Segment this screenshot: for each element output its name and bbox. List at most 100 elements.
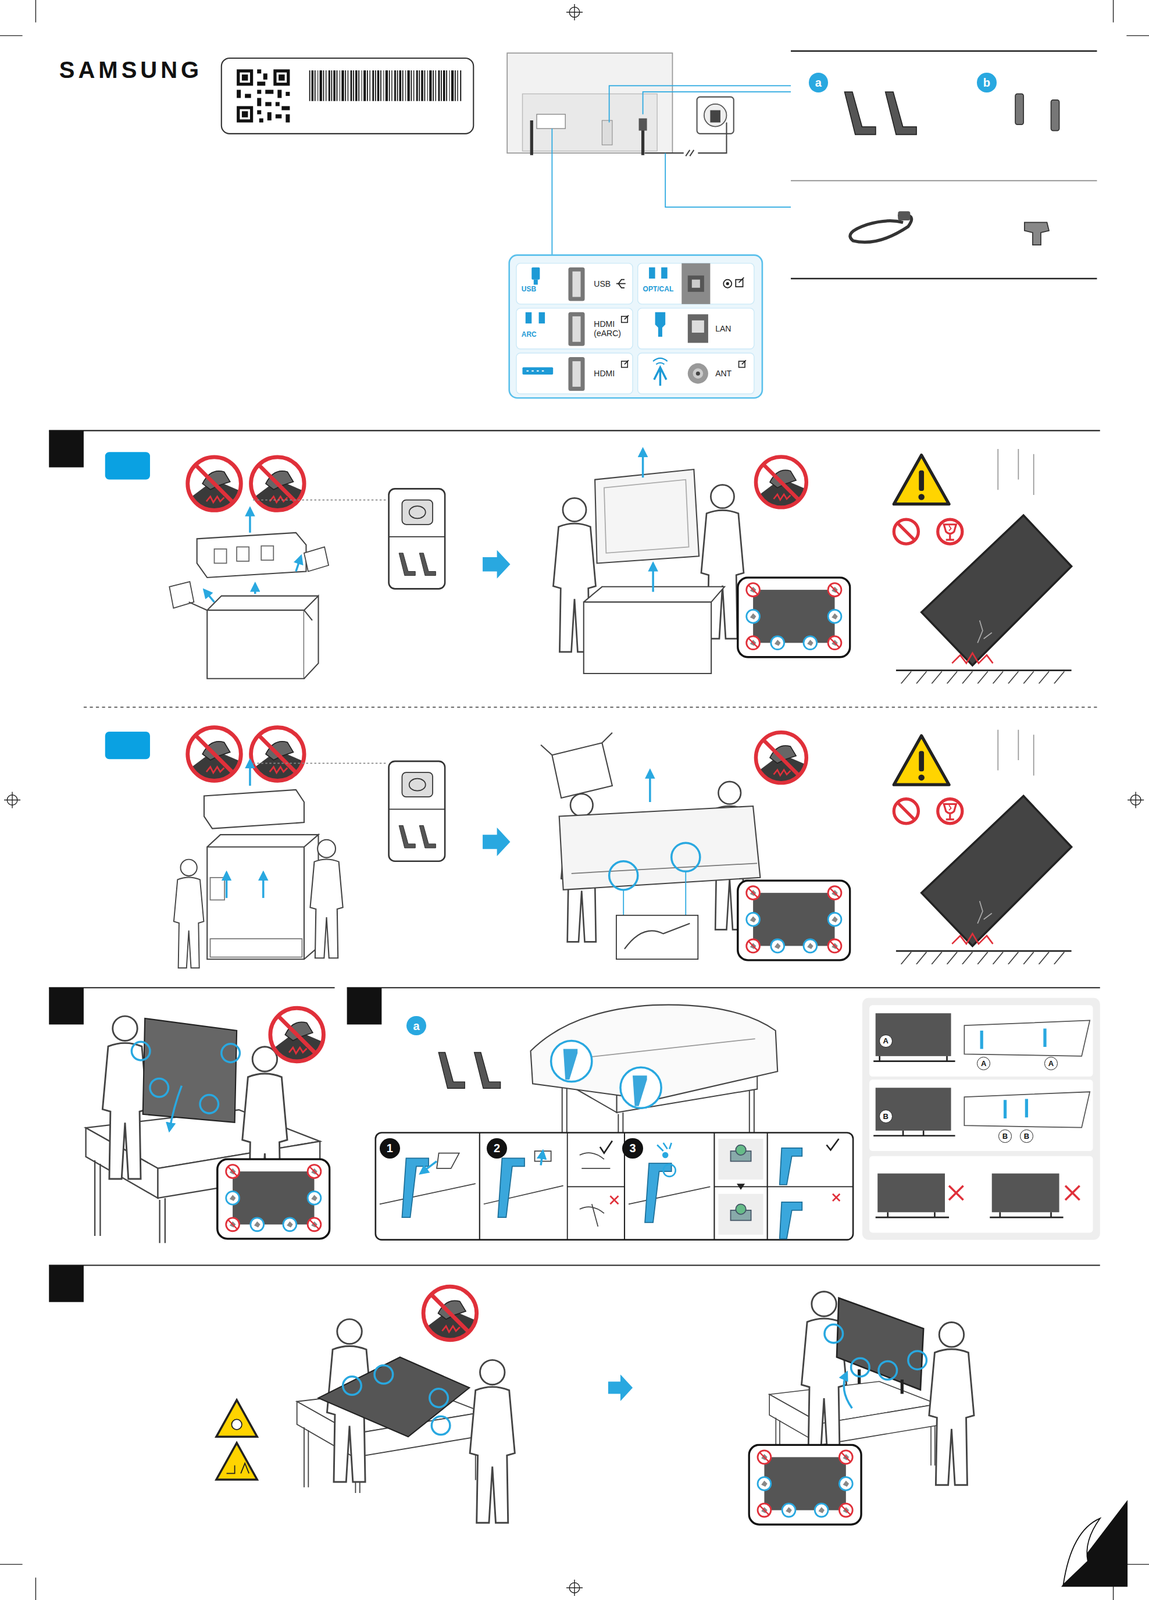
step-unbox-a bbox=[755, 457, 808, 511]
step-unbox-a bbox=[248, 508, 252, 533]
step-stand-up bbox=[343, 1376, 362, 1395]
text-slot: USB bbox=[593, 263, 631, 305]
step-unbox-b bbox=[623, 871, 686, 915]
port-cell: HDMI bbox=[516, 352, 633, 394]
serial-label bbox=[275, 114, 283, 119]
step-unbox-a bbox=[896, 448, 1072, 684]
serial-label bbox=[241, 111, 249, 118]
section-rules bbox=[105, 731, 151, 759]
text-slot: ARC bbox=[521, 330, 567, 339]
port-panel bbox=[637, 352, 755, 394]
step-unbox-a bbox=[304, 596, 319, 679]
port-panel bbox=[516, 308, 633, 349]
port-panel bbox=[533, 279, 538, 285]
step-unbox-b bbox=[671, 842, 701, 872]
accessories bbox=[1024, 222, 1049, 245]
step-stand-up bbox=[343, 1364, 451, 1434]
step-unbox-b bbox=[571, 862, 758, 874]
page-curl bbox=[1063, 1518, 1101, 1585]
step-place-on-table bbox=[270, 1007, 325, 1065]
port-cell: ARCHDMI (eARC) bbox=[516, 308, 633, 349]
step-attach-stand bbox=[873, 1130, 955, 1136]
port-cell: USBUSB bbox=[516, 263, 633, 305]
text-slot: ANT bbox=[715, 352, 752, 394]
step-unbox-b bbox=[210, 877, 303, 958]
accessory-letter: a bbox=[406, 1015, 426, 1036]
port-panel bbox=[696, 371, 701, 376]
node-text: A bbox=[883, 1036, 889, 1045]
step-unbox-b bbox=[609, 861, 638, 890]
step-attach-stand bbox=[1005, 1098, 1027, 1119]
section-rules bbox=[105, 451, 151, 480]
step-unbox-a bbox=[169, 448, 1072, 684]
substep-number: 2 bbox=[486, 1137, 508, 1159]
accessory-letter: b bbox=[976, 72, 997, 92]
step-stand-up bbox=[374, 1364, 394, 1384]
serial-label bbox=[267, 112, 272, 121]
step-attach-stand bbox=[877, 1173, 945, 1213]
node-text: b bbox=[983, 76, 991, 89]
port-panel bbox=[693, 368, 704, 379]
port-panel bbox=[723, 279, 732, 288]
leader-line bbox=[643, 91, 791, 115]
port-panel bbox=[516, 263, 755, 395]
port-panel bbox=[726, 282, 730, 285]
step-place-on-table bbox=[150, 1078, 169, 1097]
crop-marks bbox=[566, 4, 583, 21]
step-attach-stand bbox=[779, 1147, 803, 1185]
step-unbox-b bbox=[482, 827, 510, 856]
step-unbox-a bbox=[214, 546, 274, 564]
serial-label bbox=[257, 69, 262, 74]
port-panel bbox=[525, 312, 533, 324]
step-attach-stand bbox=[401, 1157, 429, 1218]
step-stand-up bbox=[851, 1357, 870, 1377]
position-letter: A bbox=[1044, 1056, 1058, 1070]
step-unbox-a bbox=[641, 448, 645, 478]
step-unbox-b bbox=[207, 834, 319, 959]
step-unbox-a bbox=[304, 546, 329, 572]
step-attach-stand bbox=[964, 1091, 1090, 1127]
serial-label bbox=[236, 89, 241, 98]
position-letter: B bbox=[1019, 1129, 1034, 1143]
step-unbox-b bbox=[173, 727, 1072, 968]
step-attach-stand bbox=[869, 1155, 1093, 1233]
serial-label bbox=[263, 73, 268, 80]
node-text: A bbox=[1048, 1059, 1054, 1068]
step-stand-up bbox=[748, 1444, 862, 1525]
page-curl bbox=[1061, 1499, 1128, 1587]
port-panel bbox=[526, 370, 545, 372]
step-attach-stand bbox=[375, 997, 1101, 1240]
port-panel bbox=[655, 312, 666, 337]
tv-back bbox=[639, 118, 648, 131]
step-attach-stand bbox=[875, 1012, 952, 1056]
step-attach-stand bbox=[375, 1132, 854, 1240]
step-unbox-b bbox=[616, 915, 698, 959]
port-panel bbox=[681, 263, 710, 305]
step-attach-stand bbox=[862, 997, 1101, 1240]
serial-label bbox=[257, 81, 266, 86]
node-text: 1 bbox=[386, 1142, 394, 1154]
serial-label bbox=[277, 89, 282, 98]
step-place-on-table bbox=[221, 1043, 241, 1063]
substep-number: 1 bbox=[379, 1137, 401, 1159]
caution-sign bbox=[231, 1418, 242, 1430]
port-panel bbox=[661, 267, 668, 279]
accessories bbox=[790, 277, 1097, 280]
step-unbox-a bbox=[204, 508, 302, 602]
port-cell: ANT bbox=[637, 352, 755, 394]
position-letter: A bbox=[976, 1056, 991, 1070]
port-panel bbox=[687, 313, 709, 343]
section-rules bbox=[48, 430, 84, 467]
serial-label bbox=[236, 69, 253, 86]
port-panel bbox=[687, 275, 705, 292]
serial-label bbox=[281, 105, 290, 110]
step-unbox-a bbox=[737, 577, 851, 658]
tv-back bbox=[531, 120, 643, 156]
step-unbox-a bbox=[251, 457, 306, 514]
leader-line bbox=[665, 152, 791, 208]
step-attach-stand bbox=[497, 1157, 525, 1218]
port-label: LAN bbox=[715, 323, 731, 334]
